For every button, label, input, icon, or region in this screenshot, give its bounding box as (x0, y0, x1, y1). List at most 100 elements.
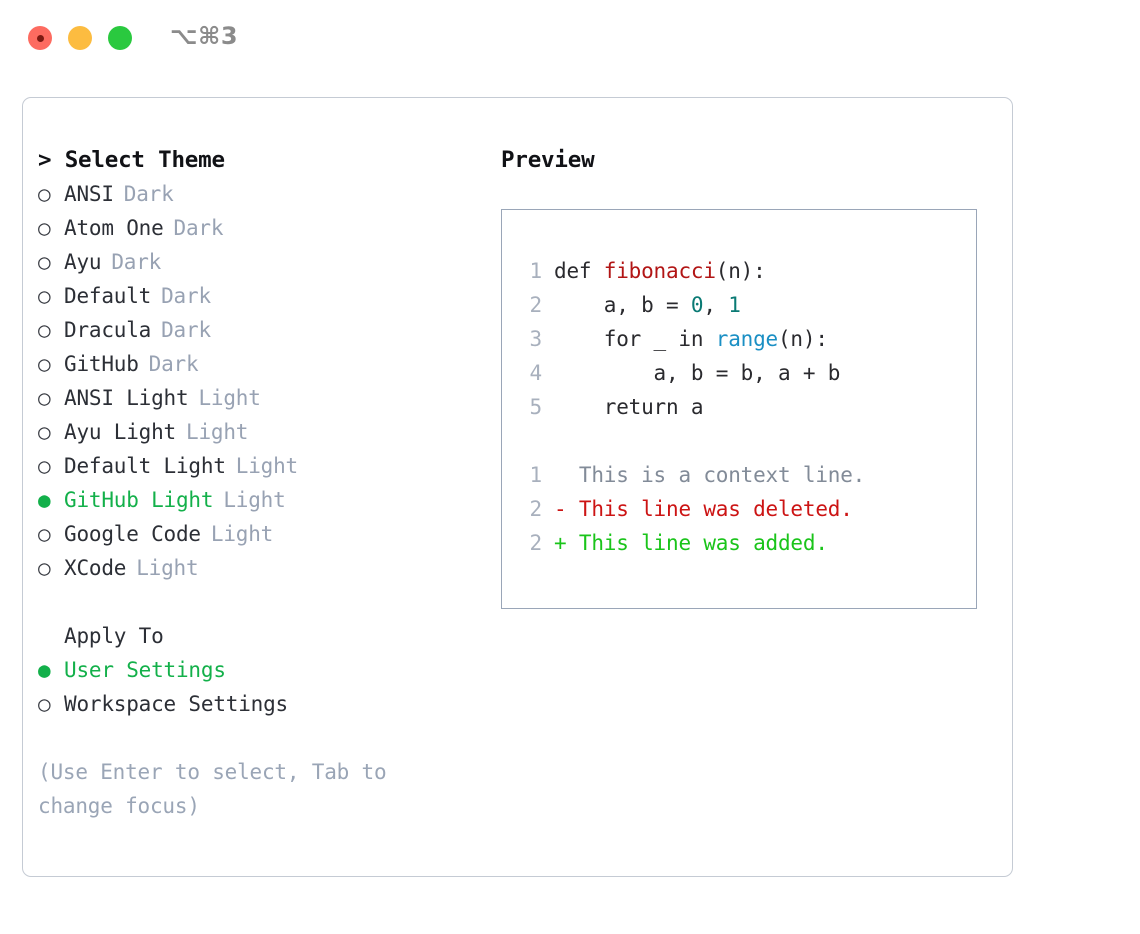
theme-variant-badge: Dark (173, 216, 224, 240)
theme-name-label: Google Code (64, 522, 201, 546)
diff-line-number: 1 (529, 463, 543, 487)
theme-name-label: GitHub (64, 352, 139, 376)
diff-sign (554, 458, 566, 492)
radio-unselected-icon[interactable]: ○ (38, 556, 51, 580)
code-line-text: def fibonacci(n): (554, 254, 766, 288)
code-line-text: return a (554, 390, 704, 424)
code-token: a, b = (554, 293, 691, 317)
diff-line-text: This line was deleted. (566, 497, 853, 521)
radio-unselected-icon[interactable]: ○ (38, 250, 51, 274)
code-line: 3 for _ in range(n): (516, 322, 968, 356)
theme-variant-badge: Dark (123, 182, 174, 206)
radio-unselected-icon[interactable]: ○ (38, 182, 51, 206)
theme-variant-badge: Dark (148, 352, 199, 376)
theme-variant-badge: Light (235, 454, 298, 478)
theme-name-label: ANSI (64, 182, 114, 206)
radio-unselected-icon[interactable]: ○ (38, 522, 51, 546)
theme-variant-badge: Light (136, 556, 199, 580)
code-token: a, b = b, a + b (554, 361, 841, 385)
diff-sign: - (554, 497, 567, 521)
theme-variant-badge: Light (223, 488, 286, 512)
diff-sign: + (554, 531, 567, 555)
code-token: fibonacci (603, 259, 716, 283)
theme-list-item[interactable]: ○ Google Code Light (38, 517, 478, 551)
diff-line-number: 2 (529, 531, 543, 555)
theme-variant-badge: Light (198, 386, 261, 410)
theme-name-label: Ayu (64, 250, 102, 274)
code-token: , (703, 293, 729, 317)
theme-list-item[interactable]: ○ Ayu Light Light (38, 415, 478, 449)
radio-selected-icon[interactable]: ● (38, 658, 51, 682)
apply-to-item[interactable]: ○Workspace Settings (38, 687, 478, 721)
code-line-number: 1 (529, 259, 543, 283)
code-line: 4 a, b = b, a + b (516, 356, 968, 390)
theme-variant-badge: Light (210, 522, 274, 546)
apply-to-item[interactable]: ● User Settings (38, 653, 478, 687)
title-bar: ⌥⌘3 (0, 0, 1140, 78)
apply-to-list[interactable]: ● User Settings ○Workspace Settings (38, 653, 478, 721)
code-line-number: 5 (529, 395, 543, 419)
theme-variant-badge: Dark (161, 284, 211, 308)
code-line-number: 3 (529, 327, 543, 351)
radio-unselected-icon[interactable]: ○ (38, 420, 51, 444)
radio-selected-icon[interactable]: ● (38, 488, 51, 512)
radio-unselected-icon[interactable]: ○ (38, 386, 51, 410)
diff-block: 1 This is a context line. 2- This line wa… (516, 458, 968, 560)
diff-line-number: 2 (529, 497, 543, 521)
code-token: (n): (777, 327, 828, 351)
code-line-text: a, b = 0, 1 (554, 288, 741, 322)
maximize-button-icon[interactable] (108, 26, 132, 50)
code-token: 0 (690, 293, 704, 317)
code-token: range (715, 327, 778, 351)
code-token: for _ in (554, 327, 716, 351)
theme-list-item[interactable]: ○ Ayu Dark (38, 245, 478, 279)
theme-name-label: Ayu Light (64, 420, 176, 444)
theme-list-item[interactable]: ○ GitHub Dark (38, 347, 478, 381)
theme-list-item[interactable]: ○ Default Light Light (38, 449, 478, 483)
code-token: (n): (715, 259, 766, 283)
code-line-number: 4 (529, 361, 543, 385)
radio-unselected-icon[interactable]: ○ (38, 352, 51, 376)
preview-header: Preview (501, 147, 595, 173)
apply-to-label: User Settings (64, 658, 226, 682)
radio-unselected-icon[interactable]: ○ (38, 692, 51, 716)
minimize-button-icon[interactable] (68, 26, 92, 50)
theme-variant-badge: Dark (111, 250, 162, 274)
close-button-icon[interactable] (28, 26, 52, 50)
code-token: 1 (728, 293, 741, 317)
radio-unselected-icon[interactable]: ○ (38, 284, 51, 308)
apply-to-header: Apply To (64, 624, 164, 648)
radio-unselected-icon[interactable]: ○ (38, 454, 51, 478)
theme-list-item[interactable]: ○ ANSI Light Light (38, 381, 478, 415)
diff-line: 2- This line was deleted. (516, 492, 968, 526)
theme-list-item[interactable]: ○ ANSI Dark (38, 177, 478, 211)
help-hint-text: (Use Enter to select, Tab to change focu… (38, 760, 387, 818)
theme-name-label: ANSI Light (64, 386, 189, 410)
theme-variant-badge: Light (186, 420, 249, 444)
code-line: 1 def fibonacci(n): (516, 254, 968, 288)
theme-name-label: Default Light (64, 454, 226, 478)
code-token: def (554, 259, 604, 283)
list-spacer (38, 585, 478, 619)
radio-unselected-icon[interactable]: ○ (38, 216, 51, 240)
code-token: return a (554, 395, 704, 419)
select-theme-header: > Select Theme (38, 147, 225, 173)
diff-line-text: This is a context line. (566, 463, 866, 487)
diff-line-text: This line was added. (566, 531, 828, 555)
window-controls (28, 26, 132, 50)
theme-name-label: Dracula (64, 318, 152, 342)
radio-unselected-icon[interactable]: ○ (38, 318, 51, 342)
code-diff-spacer (516, 424, 968, 458)
